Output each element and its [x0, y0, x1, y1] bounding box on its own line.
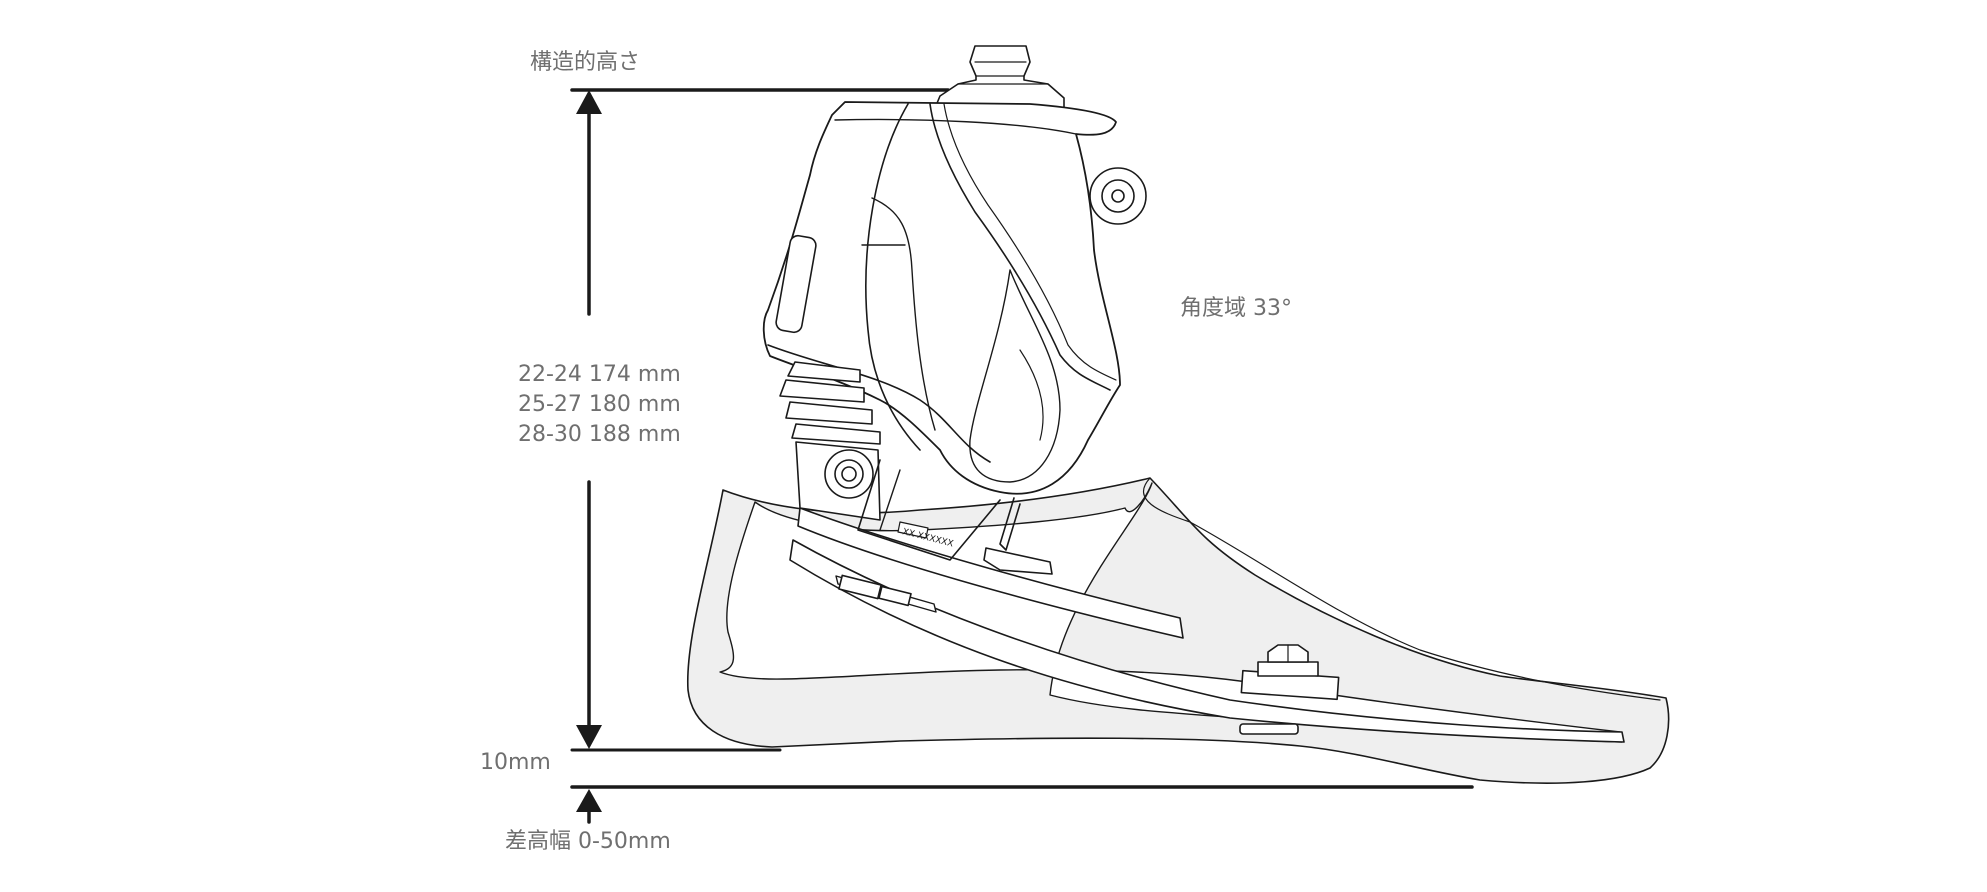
rear-dial-inner: [1101, 179, 1135, 213]
sole-thickness-label: 10mm: [480, 750, 551, 775]
housing-strap-front: [865, 103, 921, 451]
toe-bolt-nut-under: [1239, 723, 1299, 735]
structural-height-label: 構造的高さ: [530, 50, 641, 75]
housing-top-band: [834, 118, 1077, 135]
housing-strap-back-2: [943, 103, 1117, 381]
height-row-label: 22-24 174 mm: [518, 362, 681, 387]
pivot-bolt-inner: [841, 466, 857, 482]
height-arrow-down-icon: [576, 725, 602, 749]
heel-bolt-block: [838, 574, 882, 600]
bellows-ring-1: [787, 361, 861, 383]
angle-range-label: 角度域 33°: [1180, 296, 1292, 321]
heel-height-range-label: 差高幅 0-50mm: [505, 829, 671, 854]
heel-arrow-up-icon: [576, 789, 602, 812]
toe-bolt-washer: [1257, 661, 1319, 677]
housing-rear-panel: [969, 269, 1061, 483]
rear-strut: [999, 497, 1021, 551]
heel-bolt-block-2: [878, 585, 912, 607]
main-foot-plate: [789, 539, 1625, 743]
upper-heel-plate: [797, 507, 1184, 639]
rear-foot-tab: [983, 547, 1053, 575]
height-row-label: 28-30 188 mm: [518, 422, 681, 447]
foot-cover-rim-line: [1143, 477, 1661, 701]
pivot-bolt-mid: [834, 459, 864, 489]
pivot-bolt-outer: [824, 449, 874, 499]
bellows-ring-4: [791, 423, 881, 445]
height-row-label: 25-27 180 mm: [518, 392, 681, 417]
ankle-bracket: [857, 459, 1001, 561]
dimension-lines: [570, 88, 1474, 824]
housing-strap-back: [929, 103, 1111, 391]
rear-dial-outer: [1089, 167, 1147, 225]
housing-lower-skirt: [767, 344, 991, 463]
serial-plate: [897, 521, 929, 539]
bellows-ring-2: [779, 379, 865, 403]
bellows-ring-3: [785, 401, 873, 425]
housing-front-window: [871, 197, 936, 431]
height-arrow-up-icon: [576, 90, 602, 114]
pyramid-adapter: [934, 45, 1065, 109]
rear-dial-center: [1111, 189, 1125, 203]
housing-side-slot: [775, 234, 817, 334]
ankle-unit: [762, 45, 1147, 495]
bellows-pivot: [779, 361, 1053, 575]
spring-plates: [789, 507, 1625, 743]
